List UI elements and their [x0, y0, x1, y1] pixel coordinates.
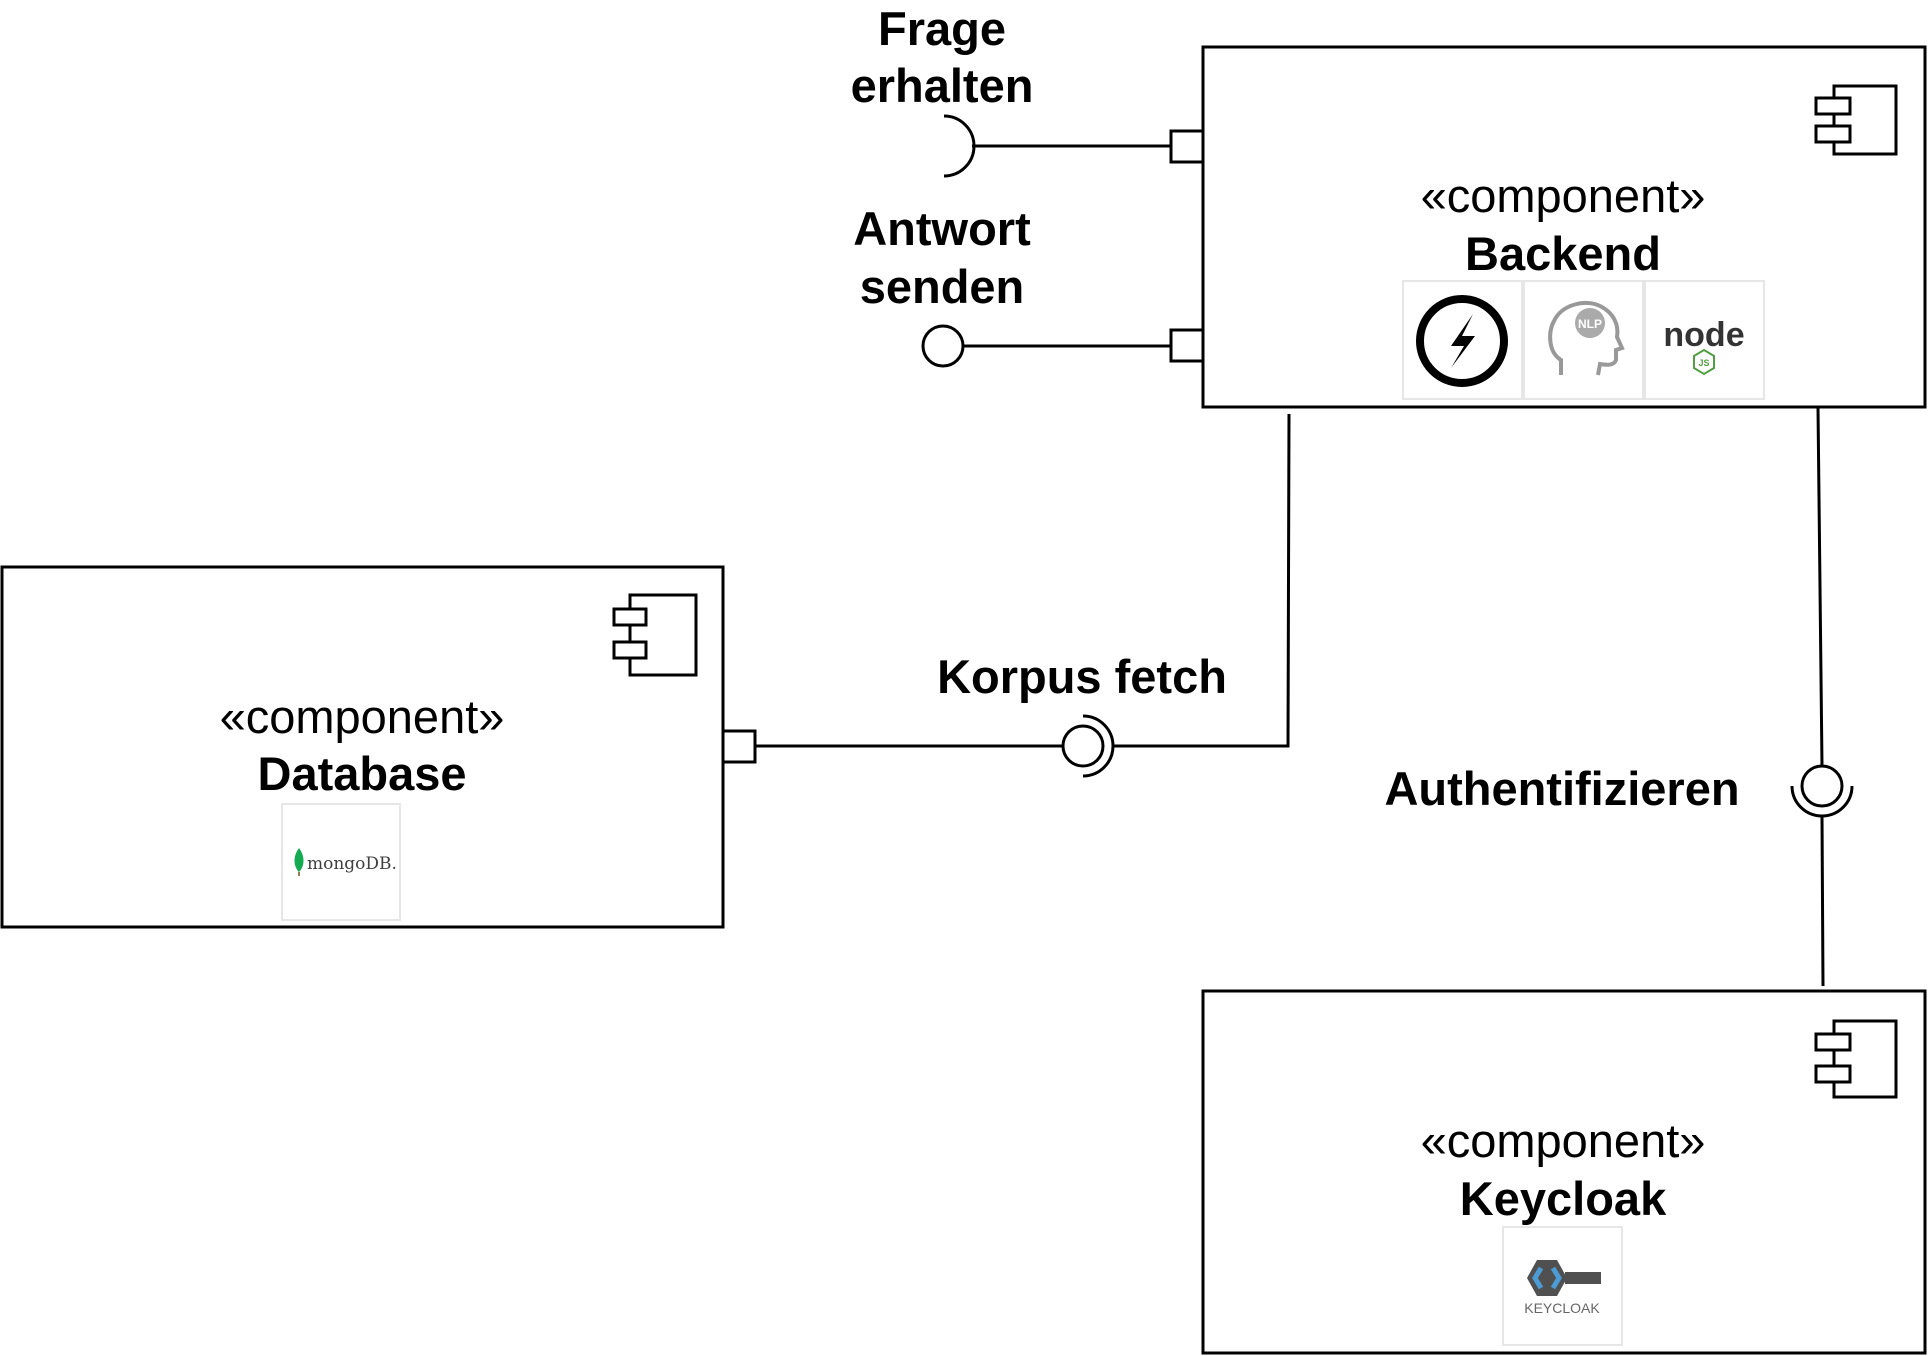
port — [721, 729, 757, 764]
korpus-fetch-connector[interactable] — [721, 413, 1291, 778]
lollipop-icon — [1061, 724, 1105, 768]
nodejs-wordmark: node — [1663, 316, 1744, 354]
backend-component[interactable] — [1201, 45, 1927, 409]
port — [1169, 328, 1205, 363]
socketio-icon — [1402, 280, 1523, 400]
backend-logos: NLP node JS — [1402, 280, 1765, 400]
component-icon — [1814, 1019, 1898, 1099]
socket-icon — [943, 114, 976, 178]
backend-name: Backend — [1465, 227, 1661, 280]
backend-stereotype: «component» — [1421, 169, 1706, 222]
database-name: Database — [258, 747, 467, 800]
mongodb-logo: mongoDB. — [281, 803, 401, 921]
keycloak-logo: KEYCLOAK — [1502, 1226, 1623, 1346]
korpus-fetch-label: Korpus fetch — [937, 650, 1227, 703]
keycloak-stereotype: «component» — [1421, 1114, 1706, 1167]
lollipop-icon — [1800, 764, 1844, 808]
mongodb-wordmark: mongoDB. — [307, 854, 397, 874]
nlp-head-icon: NLP — [1523, 280, 1644, 400]
antwort-label-line2: senden — [860, 260, 1025, 313]
authentifizieren-connector[interactable] — [1790, 407, 1854, 987]
antwort-senden-interface[interactable] — [921, 324, 1205, 368]
antwort-label-line1: Antwort — [853, 202, 1031, 255]
authentifizieren-label: Authentifizieren — [1384, 762, 1739, 815]
nlp-text: NLP — [1578, 317, 1602, 331]
component-icon — [612, 593, 698, 677]
lollipop-icon — [921, 324, 965, 368]
backend-box — [1201, 45, 1927, 409]
component-icon — [1814, 84, 1898, 156]
keycloak-name: Keycloak — [1460, 1172, 1667, 1225]
socket-icon — [1082, 714, 1115, 778]
nodejs-js-text: JS — [1698, 358, 1709, 368]
keycloak-component[interactable] — [1201, 989, 1927, 1355]
nodejs-logo: node JS — [1644, 280, 1765, 400]
frage-label-line1: Frage — [878, 2, 1006, 55]
port — [1169, 129, 1205, 164]
keycloak-box — [1201, 989, 1927, 1355]
socket-icon — [1790, 785, 1854, 818]
keycloak-wordmark: KEYCLOAK — [1524, 1300, 1600, 1316]
database-stereotype: «component» — [220, 690, 505, 743]
frage-erhalten-interface[interactable] — [943, 114, 1205, 178]
frage-label-line2: erhalten — [851, 59, 1034, 112]
